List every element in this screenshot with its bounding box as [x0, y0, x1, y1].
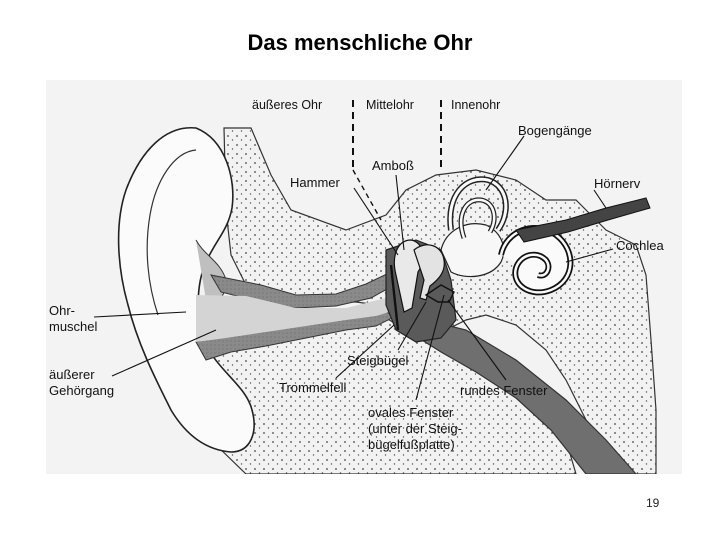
label-mittelohr: Mittelohr — [366, 98, 414, 112]
label-amboss: Amboß — [372, 158, 414, 173]
slide-title: Das menschliche Ohr — [247, 30, 473, 55]
label-hammer: Hammer — [290, 175, 341, 190]
label-ohrmuschel-1: Ohr- — [49, 303, 75, 318]
auditory-nerve — [515, 197, 651, 243]
label-trommelfell: Trommelfell — [279, 380, 347, 395]
label-ovales-fenster-2: (unter der Steig- — [368, 421, 462, 436]
auricle — [117, 127, 255, 453]
semicircular-canal-2-inner — [459, 198, 496, 239]
label-innenohr: Innenohr — [451, 98, 500, 112]
ear-diagram: äußeres Ohr Mittelohr Innenohr Bogengäng… — [46, 80, 682, 474]
label-ohrmuschel-2: muschel — [49, 319, 98, 334]
eardrum — [389, 264, 400, 331]
ear-canal — [196, 295, 396, 342]
leader-lines — [93, 135, 614, 401]
label-steigbuegel: Steigbügel — [347, 353, 409, 368]
auricle-fold — [146, 149, 197, 316]
page-number: 19 — [646, 496, 660, 510]
divider-outer-middle-lower — [352, 169, 382, 221]
label-ovales-fenster-1: ovales Fenster — [368, 405, 454, 420]
semicircular-canal-1-inner — [448, 177, 508, 231]
eustachian-tube — [404, 319, 637, 474]
label-rundes-fenster: rundes Fenster — [460, 383, 548, 398]
ossicle-hammer — [393, 239, 424, 313]
label-cochlea: Cochlea — [616, 238, 664, 253]
ear-diagram-svg: äußeres Ohr Mittelohr Innenohr Bogengäng… — [46, 80, 682, 474]
label-gehoergang-1: äußerer — [49, 367, 95, 382]
label-gehoergang-2: Gehörgang — [49, 383, 114, 398]
label-aeusseres-ohr: äußeres Ohr — [252, 98, 322, 112]
ossicle-amboss — [413, 244, 445, 301]
label-ovales-fenster-3: bügelfußplatte) — [368, 437, 455, 452]
ossicle-steigbuegel — [424, 284, 455, 303]
label-bogengaenge: Bogengänge — [518, 123, 592, 138]
label-hoernerv: Hörnerv — [594, 176, 641, 191]
